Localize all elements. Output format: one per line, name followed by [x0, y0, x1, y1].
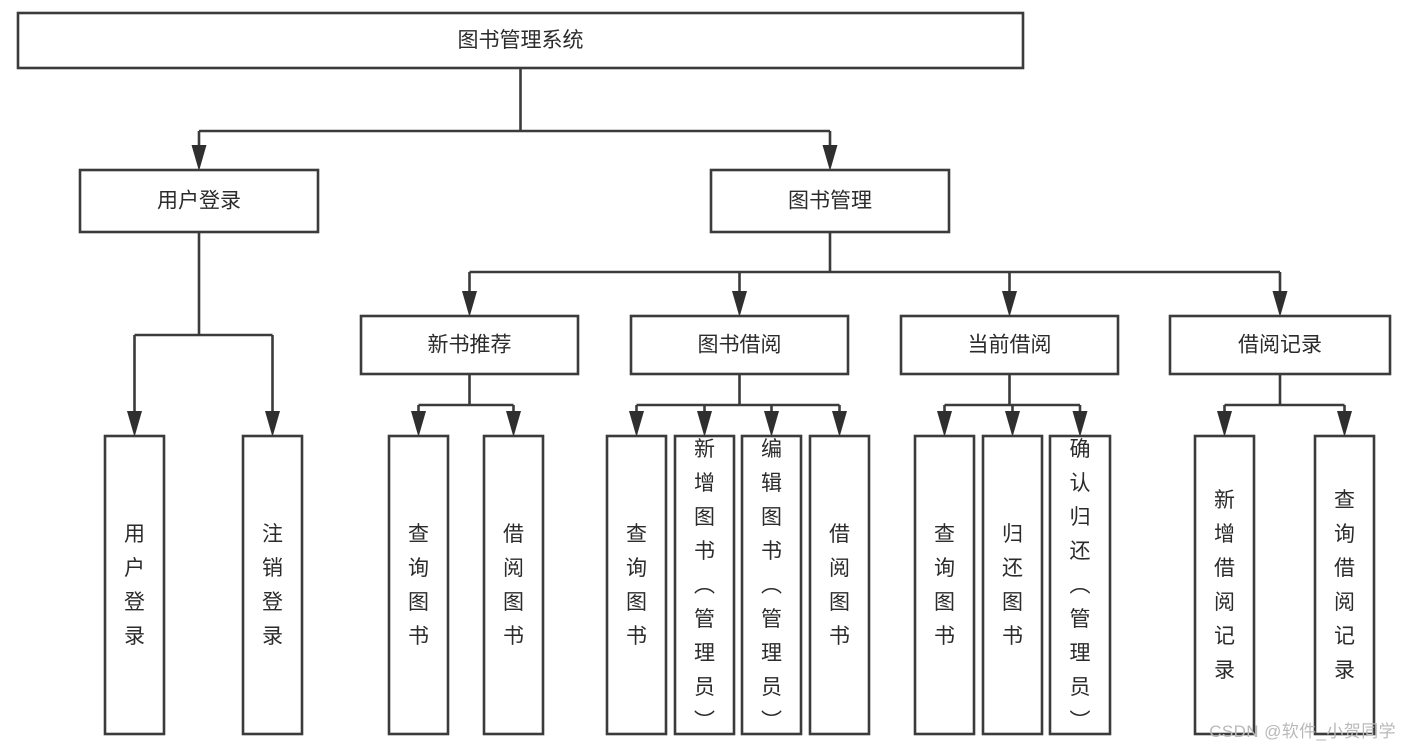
node-box [629, 314, 850, 376]
node-l3-a1[interactable]: 用户登录 [103, 434, 166, 736]
node-label: 查询图书 [934, 523, 955, 648]
node-box [740, 434, 803, 736]
node-label: 新增借阅记录 [1214, 489, 1235, 682]
node-box [78, 168, 320, 234]
arrow-head-icon [1005, 411, 1020, 437]
arrow-head-icon [191, 145, 207, 171]
arrow-head-icon [832, 411, 847, 437]
node-box [1048, 434, 1112, 736]
node-box [482, 434, 545, 736]
arrow-head-icon [697, 411, 712, 437]
arrow-head-icon [732, 291, 747, 317]
node-l3-b1[interactable]: 查询图书 [387, 434, 450, 736]
node-l2-record[interactable]: 借阅记录 [1168, 314, 1392, 376]
node-label: 新书推荐 [428, 334, 512, 357]
node-label: 新增图书︵管理员︶ [694, 438, 715, 733]
node-label: 借阅图书 [503, 523, 524, 648]
arrow-head-icon [1002, 291, 1017, 317]
node-box [913, 434, 976, 736]
node-box [387, 434, 450, 736]
node-label: 用户登录 [157, 190, 241, 213]
node-l2-current[interactable]: 当前借阅 [899, 314, 1120, 376]
node-label: 注销登录 [262, 523, 283, 648]
arrow-head-icon [764, 411, 779, 437]
arrow-head-icon [506, 411, 521, 437]
node-l3-d1[interactable]: 查询图书 [913, 434, 976, 736]
node-label: 图书管理 [788, 190, 872, 213]
arrow-head-icon [937, 411, 952, 437]
connector-layer [127, 68, 1352, 437]
node-box [16, 11, 1025, 70]
node-l3-d2[interactable]: 归还图书 [981, 434, 1044, 736]
node-label: 用户登录 [124, 523, 145, 648]
node-l3-e1[interactable]: 新增借阅记录 [1193, 434, 1256, 736]
node-label: 图书借阅 [698, 334, 782, 357]
arrow-head-icon [411, 411, 426, 437]
node-label: 确认归还︵管理员︶ [1070, 438, 1091, 733]
node-l3-e2[interactable]: 查询借阅记录 [1313, 434, 1376, 736]
node-box [1168, 314, 1392, 376]
node-label: 图书管理系统 [458, 29, 584, 52]
node-l2-borrow[interactable]: 图书借阅 [629, 314, 850, 376]
arrow-head-icon [462, 291, 477, 317]
node-l3-c4[interactable]: 借阅图书 [808, 434, 871, 736]
node-label: 当前借阅 [968, 334, 1052, 357]
arrow-head-icon [629, 411, 644, 437]
node-label: 借阅记录 [1238, 334, 1322, 357]
node-l1-user[interactable]: 用户登录 [78, 168, 320, 234]
arrow-head-icon [822, 145, 838, 171]
node-box [241, 434, 304, 736]
node-l3-c1[interactable]: 查询图书 [605, 434, 668, 736]
node-label: 归还图书 [1002, 523, 1023, 648]
node-box [1193, 434, 1256, 736]
node-box [981, 434, 1044, 736]
arrow-head-icon [127, 411, 142, 437]
node-l3-b2[interactable]: 借阅图书 [482, 434, 545, 736]
node-box [808, 434, 871, 736]
node-box [673, 434, 736, 736]
node-box [1313, 434, 1376, 736]
node-l3-c3[interactable]: 编辑图书︵管理员︶ [740, 434, 803, 736]
node-label: 查询图书 [408, 523, 429, 648]
node-l2-new[interactable]: 新书推荐 [359, 314, 580, 376]
arrow-head-icon [1337, 411, 1352, 437]
node-l3-d3[interactable]: 确认归还︵管理员︶ [1048, 434, 1112, 736]
node-layer: 图书管理系统用户登录图书管理新书推荐图书借阅当前借阅借阅记录用户登录注销登录查询… [16, 11, 1392, 736]
node-box [605, 434, 668, 736]
node-l1-book[interactable]: 图书管理 [709, 168, 951, 234]
node-l3-a2[interactable]: 注销登录 [241, 434, 304, 736]
arrow-head-icon [1217, 411, 1232, 437]
node-label: 查询借阅记录 [1334, 489, 1355, 682]
node-label: 编辑图书︵管理员︶ [761, 438, 782, 733]
arrow-head-icon [1072, 411, 1088, 437]
arrow-head-icon [265, 411, 280, 437]
node-l3-c2[interactable]: 新增图书︵管理员︶ [673, 434, 736, 736]
node-box [709, 168, 951, 234]
node-box [359, 314, 580, 376]
node-root[interactable]: 图书管理系统 [16, 11, 1025, 70]
node-label: 借阅图书 [829, 523, 850, 648]
node-box [899, 314, 1120, 376]
arrow-head-icon [1272, 291, 1288, 317]
node-box [103, 434, 166, 736]
node-label: 查询图书 [626, 523, 647, 648]
